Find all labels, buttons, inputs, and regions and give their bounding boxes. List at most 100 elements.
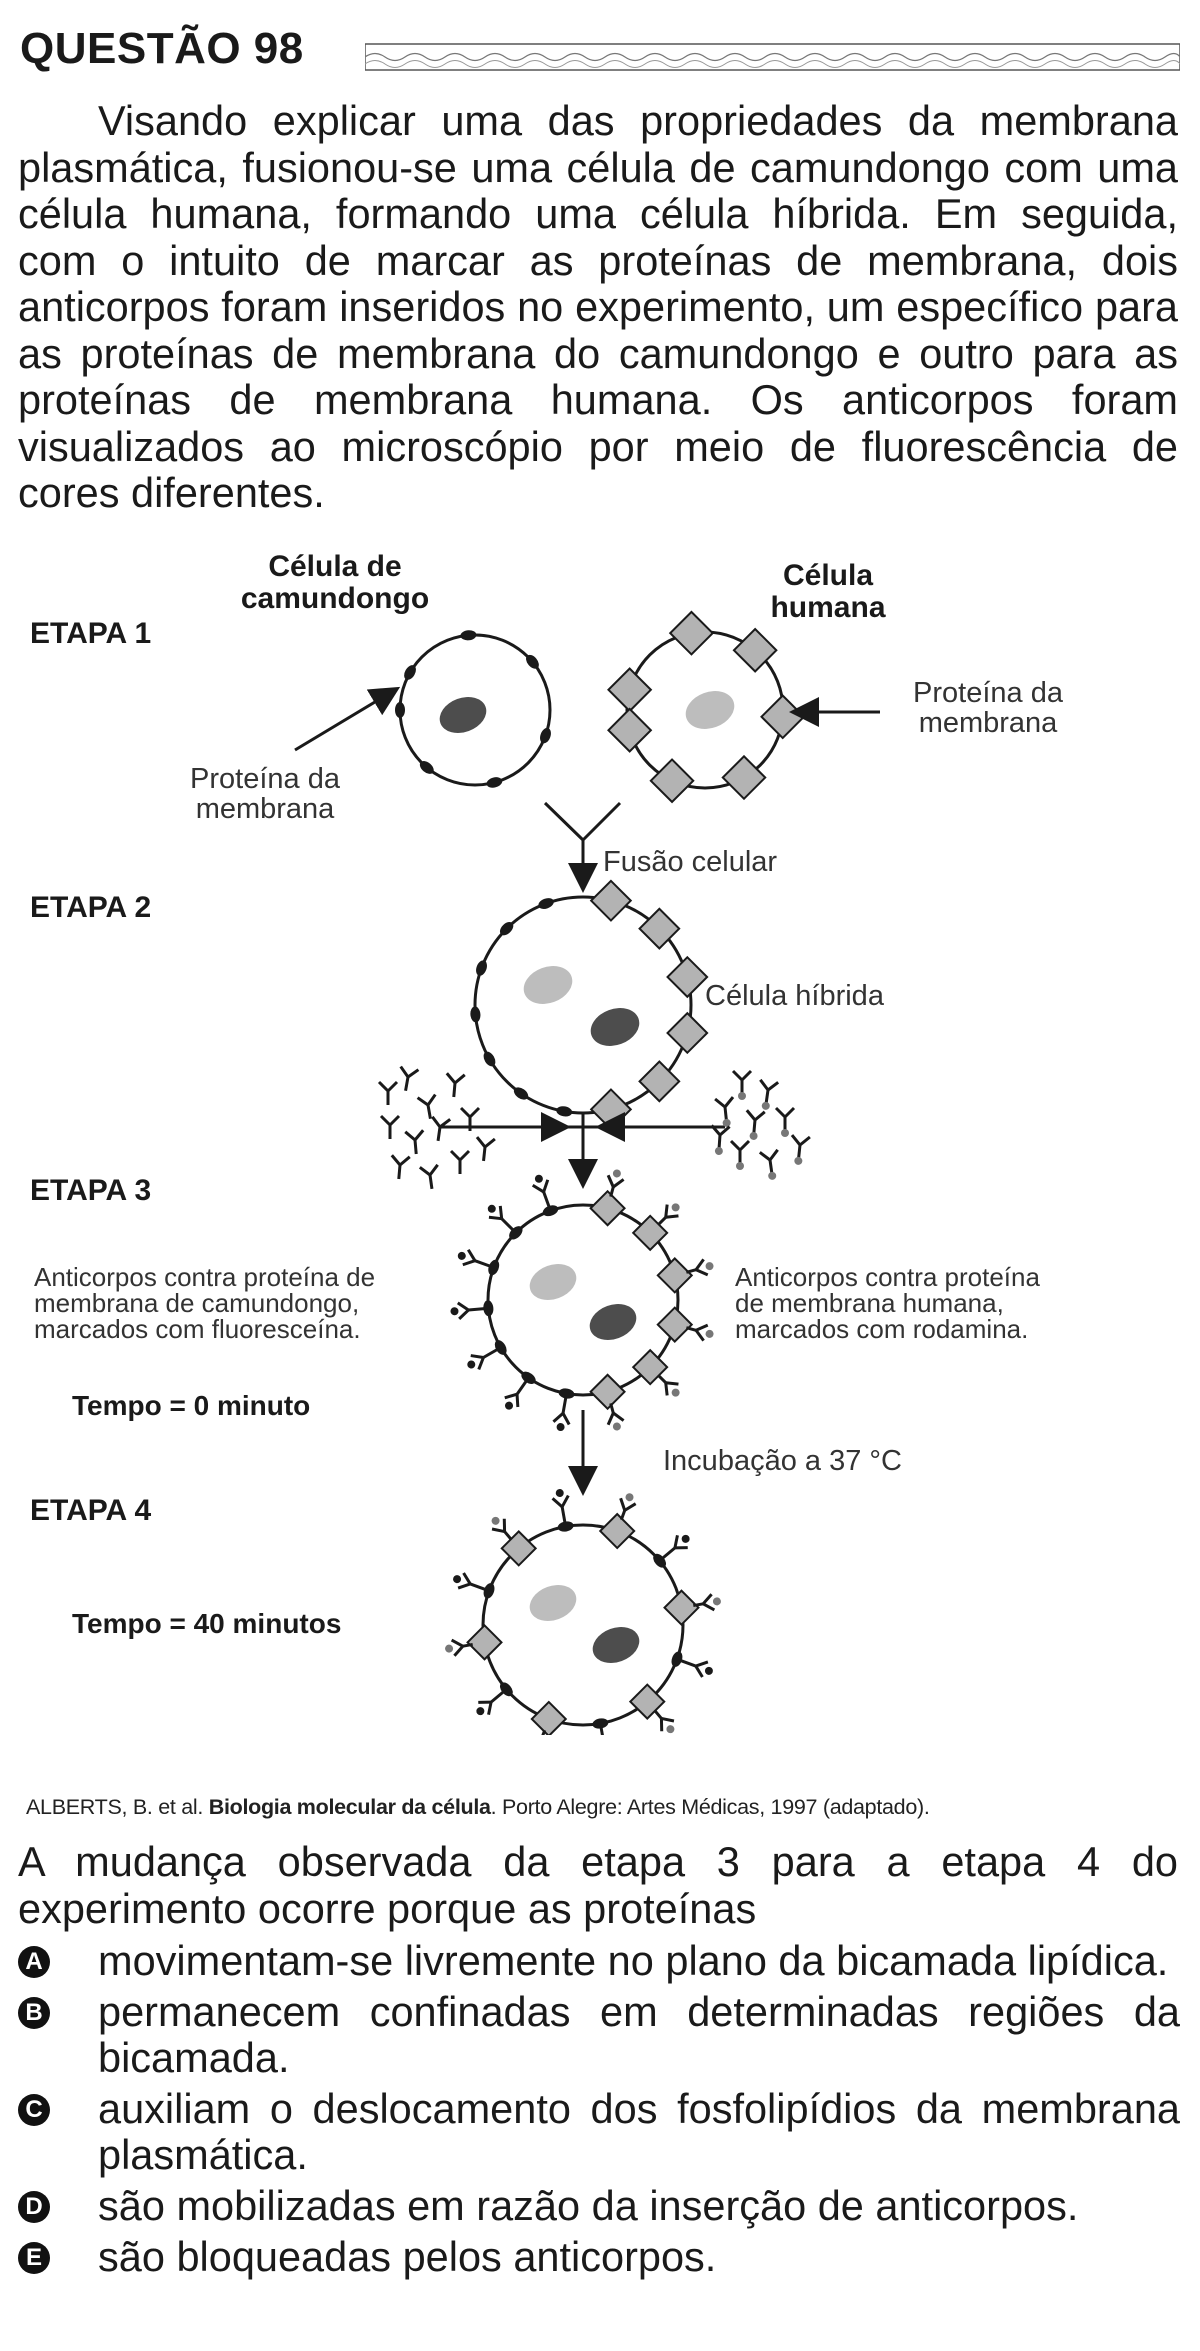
stage4-fluorescein-antibody-11-arm1 (457, 1582, 471, 1590)
hybrid-human-protein-2-shape (638, 907, 681, 950)
incubation-label: Incubação a 37 °C (663, 1445, 902, 1477)
fluorescein-antibody-10 (418, 1163, 439, 1190)
stage4-rhodamine-antibody-6 (653, 1709, 675, 1734)
stage3-rhodamine-antibody-4-arm1 (695, 1323, 709, 1332)
stage3-rhodamine-antibody-2-arm2 (665, 1214, 679, 1219)
option-e[interactable]: E são bloqueadas pelos anticorpos. (18, 2234, 1180, 2280)
hybrid-human-protein-4-shape (666, 1011, 709, 1055)
option-a[interactable]: A movimentam-se livremente no plano da b… (18, 1938, 1180, 1984)
question-stem: A mudança observada da etapa 3 para a et… (18, 1838, 1178, 1932)
stage3-human-protein-4-shape (656, 1306, 694, 1343)
stage3-fluorescein-antibody-3-arm2 (470, 1354, 484, 1359)
stage4-fluorescein-antibody-5-tag (704, 1666, 713, 1675)
stage4-rhodamine-antibody-10-tag (445, 1644, 454, 1653)
stage3-fluorescein-antibody-7-tag (534, 1174, 543, 1183)
stage3-rhodamine-antibody-1-stem (609, 1186, 615, 1198)
stage3-rhodamine-antibody-1-tag (612, 1169, 621, 1178)
antibodies-mouse-label-2: membrana de camundongo, (34, 1288, 359, 1318)
stage3-rhodamine-antibody-6 (606, 1402, 625, 1431)
rhodamine-antibody-4 (745, 1109, 766, 1140)
fluorescein-antibody-8-arm1 (459, 1106, 472, 1119)
option-d[interactable]: D são mobilizadas em razão da inserção d… (18, 2183, 1180, 2229)
fluorescein-antibody-3-arm1 (416, 1096, 429, 1107)
fluorescein-antibody-2-stem (404, 1076, 410, 1092)
stage4-fluorescein-antibody-11-arm2 (462, 1572, 472, 1585)
citation-authors: ALBERTS, B. et al. (26, 1795, 209, 1819)
stage4-rhodamine-antibody-8 (539, 1729, 547, 1735)
stage3-fluorescein-antibody-3-stem (482, 1348, 499, 1359)
stage3-fluorescein-antibody-3 (467, 1348, 499, 1370)
option-d-letter: D (18, 2191, 50, 2223)
stage4-rhodamine-antibody-6-stem (653, 1709, 663, 1720)
option-d-text: são mobilizadas em razão da inserção de … (98, 2182, 1079, 2229)
stage4-fluorescein-antibody-9-arm1 (487, 1701, 493, 1715)
fluorescein-antibody-4-stem (452, 1082, 457, 1098)
hybrid-mouse-protein-5 (476, 960, 487, 976)
stage4-rhodamine-antibody-10 (445, 1638, 473, 1657)
rhodamine-antibody-1-arm1 (731, 1069, 744, 1082)
fluorescein-antibody-6-arm1 (404, 1130, 416, 1142)
stage3-fluorescein-antibody-5 (457, 1248, 491, 1268)
stage4-fluorescein-antibody-1-arm2 (560, 1494, 570, 1508)
stage3-rhodamine-antibody-2 (657, 1203, 680, 1226)
stage3-fluorescein-antibody-4-arm1 (458, 1308, 470, 1320)
stage3-fluorescein-antibody-2-arm2 (504, 1392, 518, 1400)
stage3-fluorescein-antibody-6-arm2 (498, 1205, 504, 1219)
stage4-fluorescein-antibody-1-arm1 (551, 1497, 564, 1508)
stage4-fluorescein-antibody-3-tag (681, 1534, 690, 1543)
stage4-fluorescein-antibody-11-tag (453, 1575, 462, 1584)
hybrid-human-protein-3-shape (666, 955, 709, 999)
fluorescein-antibody-3 (416, 1093, 437, 1120)
stage4-rhodamine-antibody-2 (619, 1493, 637, 1521)
stage3-rhodamine-antibody-6-arm2 (606, 1412, 615, 1426)
stage3-rhodamine-antibody-4-stem (685, 1326, 697, 1332)
stage3-fluorescein-antibody-1 (552, 1397, 571, 1432)
fluorescein-antibody-9 (390, 1154, 411, 1180)
stage4-mouse-protein-1 (557, 1521, 574, 1532)
rhodamine-antibody-9-arm1 (710, 1124, 722, 1136)
rhodamine-antibody-9 (710, 1124, 731, 1155)
rhodamine-antibody-9-arm2 (719, 1125, 731, 1137)
fluorescein-antibody-11-arm1 (449, 1149, 462, 1162)
mouse-membrane-protein-5 (486, 777, 503, 788)
stage4-rhodamine-antibody-6-arm2 (659, 1718, 664, 1732)
membrane-protein-right-label-2: membrana (919, 707, 1058, 739)
stage3-rhodamine-antibody-3-arm1 (694, 1258, 705, 1271)
stage4-human-protein-12-shape (500, 1530, 538, 1567)
stage3-fluorescein-antibody-7-stem (542, 1191, 551, 1208)
fluorescein-antibody-8-arm2 (468, 1106, 481, 1119)
human-cell-nucleus (685, 691, 735, 729)
stage4-dark-nucleus (592, 1627, 640, 1663)
experiment-diagram: ETAPA 1 ETAPA 2 ETAPA 3 ETAPA 4 Célula d… (30, 550, 1064, 1735)
membrane-protein-left-label-2: membrana (196, 793, 335, 825)
time40-label: Tempo = 40 minutos (72, 1608, 341, 1639)
option-c[interactable]: C auxiliam o deslocamento dos fosfolipíd… (18, 2086, 1180, 2178)
source-citation: ALBERTS, B. et al. Biologia molecular da… (26, 1795, 1186, 1820)
stage3-fluorescein-antibody-2 (504, 1380, 528, 1410)
stage3-human-protein-3-shape (656, 1257, 694, 1294)
option-b-letter: B (18, 1997, 50, 2029)
stage4-rhodamine-antibody-12-arm2 (502, 1518, 507, 1532)
stage4-rhodamine-antibody-2-arm2 (623, 1502, 637, 1512)
stage4-fluorescein-antibody-9-stem (490, 1690, 505, 1704)
human-membrane-protein-2-shape (668, 610, 715, 656)
rhodamine-antibody-5-tag (781, 1129, 789, 1137)
rhodamine-antibody-1-arm2 (740, 1069, 753, 1082)
rhodamine-antibody-2-tag (761, 1101, 770, 1110)
human-membrane-protein-6 (649, 758, 695, 804)
hybrid-mouse-protein-7 (538, 898, 554, 909)
mouse-cell-label-1: Célula de (268, 550, 401, 583)
fluorescein-antibody-7-stem (436, 1126, 442, 1142)
stage3-rhodamine-antibody-5-stem (657, 1374, 667, 1384)
stage3-fluorescein-antibody-6-stem (500, 1217, 515, 1232)
stage3-human-protein-3 (656, 1257, 694, 1294)
rhodamine-antibody-8-stem (797, 1144, 802, 1160)
rhodamine-antibody-4-arm1 (745, 1109, 757, 1121)
stage3-mouse-protein-3 (494, 1340, 507, 1355)
human-membrane-protein-7 (607, 707, 653, 753)
option-b[interactable]: B permanecem confinadas em determinadas … (18, 1989, 1180, 2081)
rhodamine-antibody-4-arm2 (754, 1110, 766, 1122)
mouse-membrane-protein-1 (404, 665, 416, 680)
stage3-fluorescein-antibody-2-arm1 (515, 1394, 520, 1408)
hybrid-mouse-protein-2 (513, 1087, 529, 1100)
